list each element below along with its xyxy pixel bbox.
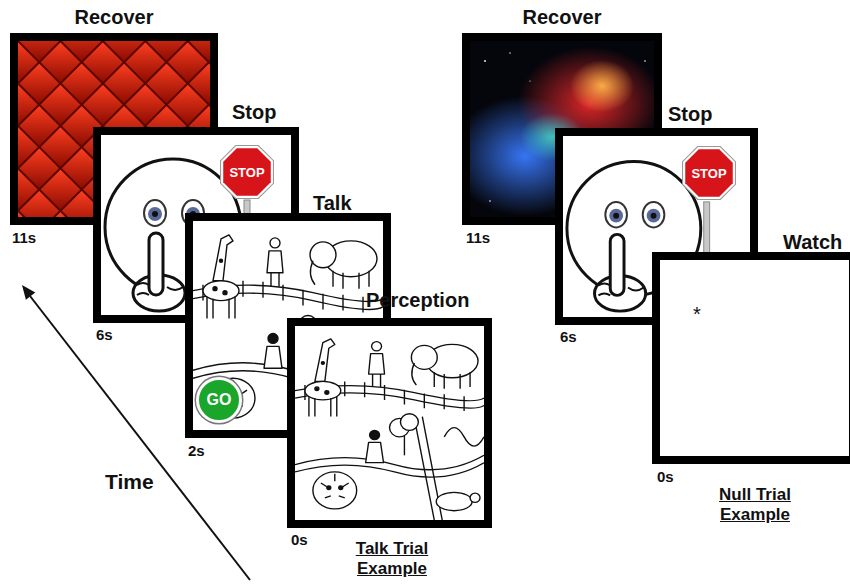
stimulus-panel: Perception0s	[287, 318, 492, 528]
panel-heading-holder: Perception	[366, 289, 469, 312]
panel-heading-holder: Watch	[783, 231, 842, 254]
time-label-holder: 11s	[12, 229, 36, 247]
zoo-scene	[295, 326, 484, 520]
panel-heading: Watch	[783, 231, 842, 253]
time-label-holder: 0s	[657, 468, 674, 486]
panel-heading-holder: Stop	[232, 101, 276, 124]
panel-heading-holder: Stop	[668, 103, 712, 126]
trial-caption: Talk Trial Example	[356, 539, 428, 578]
time-label-holder: 6s	[96, 326, 113, 344]
fixation-mark-holder: *	[693, 303, 701, 326]
fixation-mark: *	[693, 303, 701, 325]
octagon-rim	[221, 146, 274, 199]
time-label: 6s	[560, 328, 577, 345]
time-label-holder: 2s	[188, 442, 205, 460]
time-arrow-head	[22, 285, 35, 300]
time-label-holder: 6s	[560, 328, 577, 346]
axis-label: Time	[105, 470, 154, 493]
panel-heading-holder: Talk	[313, 192, 352, 215]
trial-caption-holder: Talk Trial Example	[330, 539, 454, 580]
time-label: 0s	[291, 531, 308, 548]
trial-caption: Null Trial Example	[719, 485, 791, 524]
go-button: GO	[196, 377, 242, 423]
panel-heading: Recover	[523, 6, 602, 28]
stop-sign: STOP	[220, 145, 274, 199]
time-label: 0s	[657, 468, 674, 485]
time-label: 11s	[12, 229, 36, 246]
axis-label-holder: Time	[105, 470, 154, 494]
panel-heading: Perception	[366, 289, 469, 311]
panel-heading: Stop	[668, 103, 712, 125]
octagon-face	[685, 149, 733, 197]
stimulus-panel: Watch0s*	[652, 252, 850, 464]
go-text: GO	[207, 391, 232, 409]
stop-text: STOP	[229, 165, 264, 180]
stop-sign: STOP	[682, 146, 736, 200]
panel-heading: Stop	[232, 101, 276, 123]
trial-caption-holder: Null Trial Example	[693, 485, 817, 526]
time-label: 11s	[466, 229, 490, 246]
time-label-holder: 11s	[466, 229, 490, 247]
octagon-rim	[683, 147, 736, 200]
stop-text: STOP	[691, 166, 726, 181]
octagon-face	[223, 148, 271, 196]
panel-heading-holder: Recover	[523, 6, 602, 29]
panel-heading-holder: Recover	[75, 6, 154, 29]
time-label: 6s	[96, 326, 113, 343]
time-label-holder: 0s	[291, 531, 308, 549]
panel-heading: Recover	[75, 6, 154, 28]
panel-heading: Talk	[313, 192, 352, 214]
time-label: 2s	[188, 442, 205, 459]
